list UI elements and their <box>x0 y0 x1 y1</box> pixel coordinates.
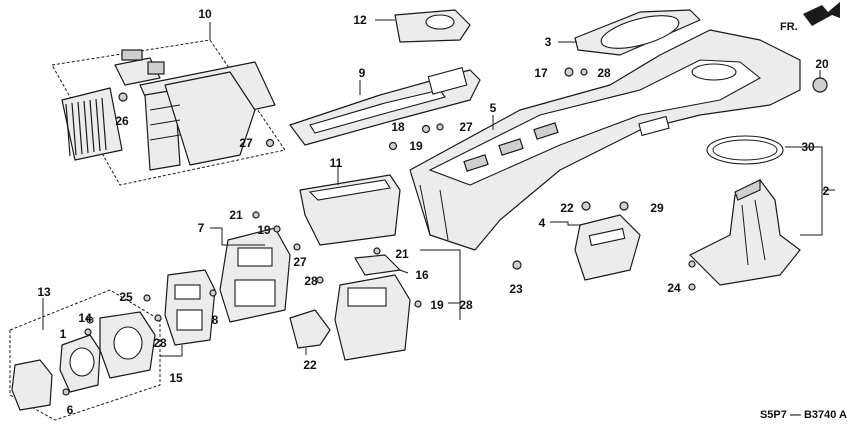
part-12-tray <box>375 9 471 43</box>
callout-8: 8 <box>212 313 219 327</box>
callout-1: 1 <box>60 327 67 341</box>
callout-20: 20 <box>815 57 829 71</box>
callout-17: 17 <box>534 66 548 80</box>
callout-4: 4 <box>539 216 546 230</box>
callout-28: 28 <box>597 66 611 80</box>
callout-30: 30 <box>801 140 815 154</box>
callout-18: 18 <box>391 120 405 134</box>
callout-3: 3 <box>545 35 552 49</box>
callout-19: 19 <box>409 139 423 153</box>
fasteners <box>62 67 696 396</box>
callout-19: 19 <box>430 298 444 312</box>
front-direction-arrow: FR. <box>780 2 840 33</box>
callout-6: 6 <box>67 403 74 417</box>
callout-26: 26 <box>115 114 129 128</box>
reference-code: S5P7 — B3740 A <box>760 409 847 421</box>
part-5-center-console <box>409 29 801 251</box>
direction-label: FR. <box>780 21 798 33</box>
callout-22: 22 <box>303 358 317 372</box>
part-13-assembly <box>9 289 161 421</box>
part-11-pocket <box>299 165 401 246</box>
callout-16: 16 <box>415 268 429 282</box>
callout-23: 23 <box>509 282 523 296</box>
callout-21: 21 <box>229 208 243 222</box>
callout-29: 29 <box>650 201 664 215</box>
part-15-tray <box>289 309 331 355</box>
callout-19: 19 <box>257 223 271 237</box>
callout-27: 27 <box>459 120 473 134</box>
callout-22: 22 <box>560 201 574 215</box>
part-8-panel <box>334 249 461 361</box>
callout-13: 13 <box>37 285 51 299</box>
part-6-bracket <box>160 269 216 357</box>
part-7-bezel <box>210 227 291 323</box>
part-4-panel <box>550 214 641 281</box>
callout-28: 28 <box>153 336 167 350</box>
callout-2: 2 <box>823 184 830 198</box>
callout-9: 9 <box>359 66 366 80</box>
callout-27: 27 <box>239 136 253 150</box>
callout-25: 25 <box>119 290 133 304</box>
part-2-shift-boot <box>689 135 835 286</box>
callout-28: 28 <box>304 274 318 288</box>
callout-14: 14 <box>78 311 92 325</box>
callout-7: 7 <box>198 221 205 235</box>
callout-28: 28 <box>459 298 473 312</box>
callout-10: 10 <box>198 7 212 21</box>
callout-15: 15 <box>169 371 183 385</box>
callout-5: 5 <box>490 101 497 115</box>
callout-24: 24 <box>667 281 681 295</box>
callout-11: 11 <box>330 156 343 170</box>
part-3-cover <box>558 9 701 56</box>
part-10-storage-box <box>51 22 286 186</box>
callout-27: 27 <box>293 255 307 269</box>
callout-21: 21 <box>395 247 409 261</box>
part-20-plug <box>812 70 828 93</box>
callout-12: 12 <box>353 13 367 27</box>
part-16-bracket <box>354 254 409 276</box>
part-9-console-bezel <box>289 66 481 146</box>
